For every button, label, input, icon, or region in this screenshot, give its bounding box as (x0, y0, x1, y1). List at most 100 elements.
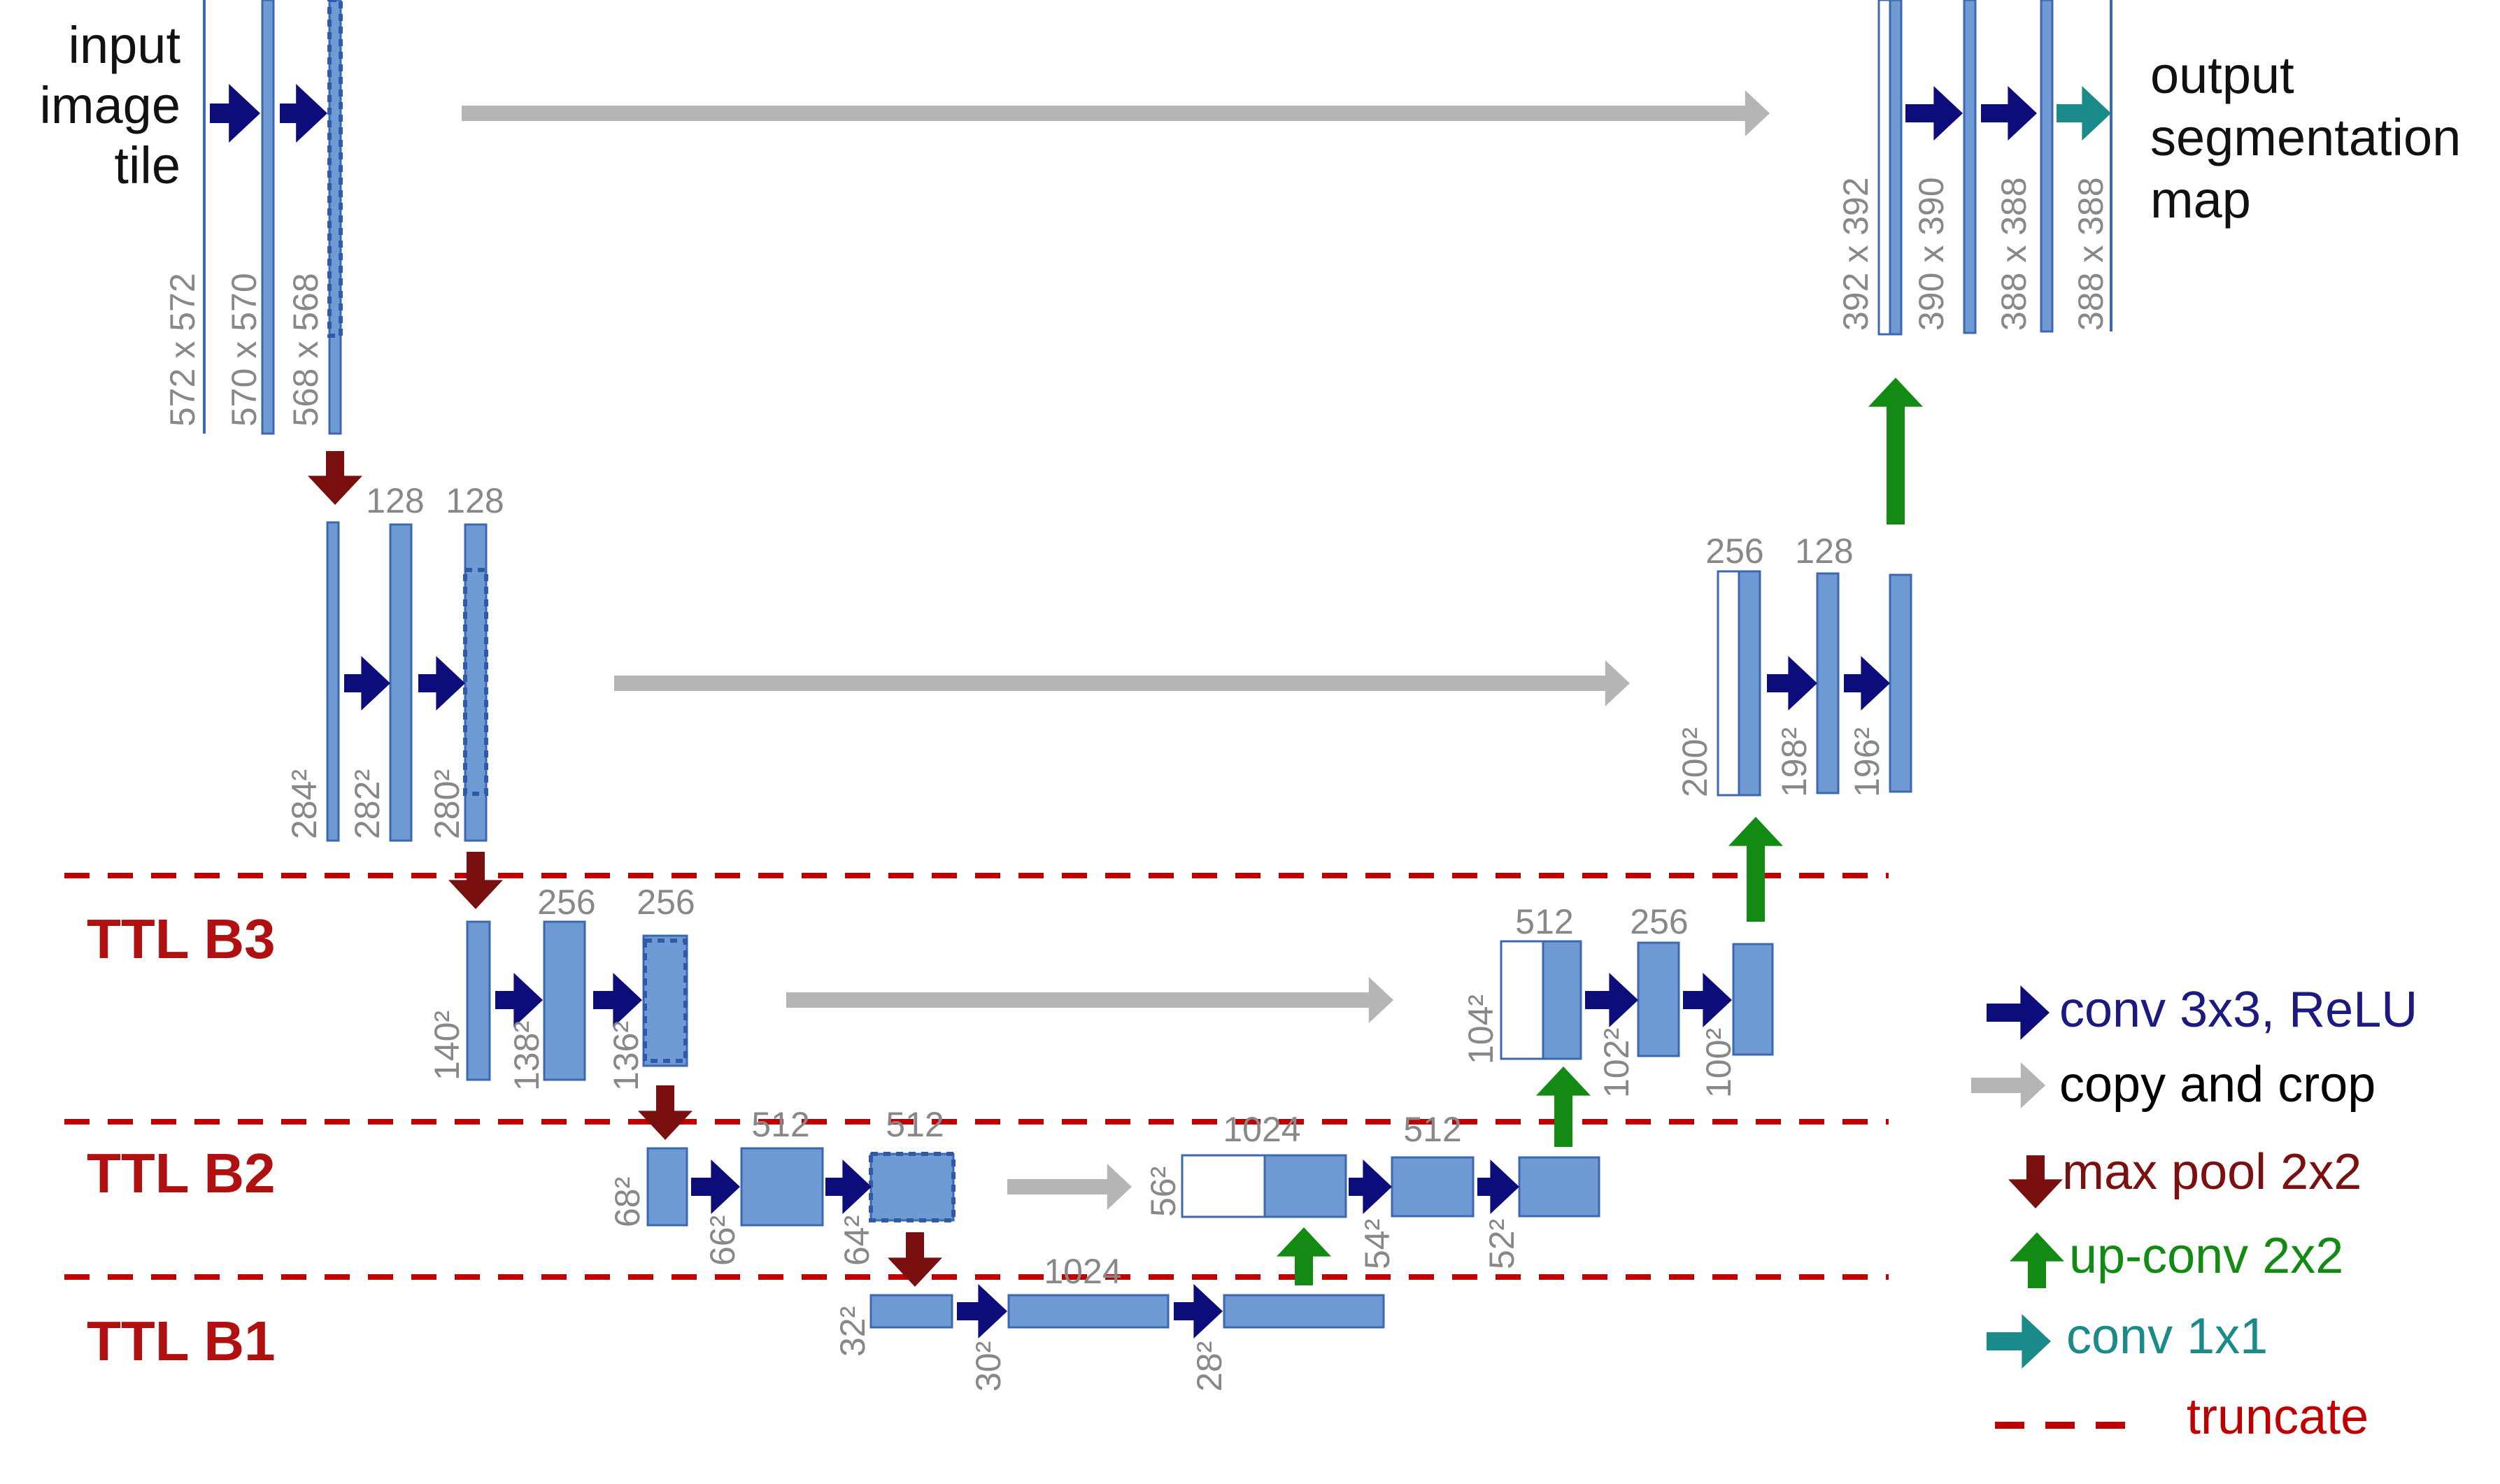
feature-map-block (1263, 1154, 1347, 1218)
feature-map-block (1738, 570, 1761, 797)
channel-label: 256 (637, 883, 695, 922)
conv-arrow-icon (344, 656, 390, 711)
copied-feature-map-block (1877, 0, 1891, 336)
feature-map-block (1889, 573, 1912, 793)
feature-map-block (1637, 941, 1680, 1057)
channel-label: 256 (537, 883, 595, 922)
input-label-line-2: image (39, 76, 180, 134)
max-pool-arrow-icon (308, 451, 362, 505)
legend-copy-arrow-icon (1971, 1062, 2045, 1108)
conv-arrow-icon (1683, 973, 1732, 1027)
conv-arrow-icon (418, 656, 465, 711)
size-label: 64² (837, 1215, 876, 1266)
conv-arrow-icon (210, 84, 260, 143)
legend-label-truncate: truncate (2187, 1389, 2368, 1445)
channel-label: 1024 (1223, 1110, 1300, 1149)
feature-map-block (869, 1153, 955, 1222)
conv-arrow-icon (1844, 656, 1890, 711)
conv-arrow-icon (957, 1284, 1007, 1339)
size-label: 30² (969, 1341, 1008, 1392)
feature-map-block (642, 934, 688, 1067)
legend-label-conv1x1: conv 1x1 (2066, 1308, 2268, 1364)
output-label-line-3: map (2150, 171, 2251, 229)
feature-map-block (1391, 1156, 1475, 1218)
conv-arrow-icon (825, 1160, 872, 1214)
feature-map-block (1542, 940, 1582, 1060)
copy-crop-arrow-icon (614, 660, 1630, 706)
conv1x1-arrow-icon (2057, 86, 2111, 141)
output-label: output segmentation map (2150, 46, 2461, 229)
channel-label: 256 (1630, 902, 1688, 941)
size-label: 282² (348, 769, 387, 839)
size-label: 572 x 572 (163, 273, 202, 427)
output-label-line-2: segmentation (2150, 108, 2461, 166)
truncate-label-b3: TTL B3 (87, 908, 276, 970)
size-label: 568 x 568 (286, 273, 325, 427)
channel-label: 512 (886, 1105, 944, 1144)
input-label-line-3: tile (114, 136, 180, 194)
copied-feature-map-block (1717, 570, 1740, 797)
legend-label-copy-crop: copy and crop (2059, 1057, 2375, 1113)
size-label: 280² (427, 769, 467, 839)
conv-arrow-icon (1905, 86, 1963, 141)
conv-arrow-icon (1767, 656, 1817, 711)
legend-conv-arrow-icon (1987, 985, 2050, 1040)
up-conv-arrow-icon (1868, 378, 1923, 525)
size-label: 54² (1358, 1219, 1397, 1269)
truncate-labels: TTL B3 TTL B2 TTL B1 (87, 908, 276, 1372)
conv-arrow-icon (1174, 1284, 1223, 1339)
channel-label: 256 (1705, 531, 1763, 571)
size-label: 32² (833, 1306, 872, 1357)
size-label: 200² (1675, 727, 1714, 797)
conv-arrow-icon (691, 1160, 740, 1214)
size-label: 68² (608, 1177, 647, 1227)
size-label: 140² (427, 1011, 467, 1080)
max-pool-arrow-icon (638, 1085, 693, 1140)
size-label: 388 x 388 (1994, 177, 2033, 331)
input-label: input image tile (39, 16, 180, 194)
channel-label: 128 (1795, 531, 1853, 571)
feature-map-block (2040, 0, 2054, 333)
channel-label: 512 (751, 1105, 809, 1144)
channel-label: 1024 (1044, 1252, 1121, 1291)
feature-map-block (1007, 1294, 1170, 1329)
legend-label-up-conv: up-conv 2x2 (2069, 1228, 2343, 1284)
feature-map-block (1732, 943, 1774, 1056)
feature-map-block (646, 1147, 688, 1227)
legend: conv 3x3, ReLU copy and crop max pool 2x… (2059, 982, 2417, 1445)
size-label: 104² (1461, 994, 1500, 1064)
legend-pool-arrow-icon (2008, 1155, 2063, 1208)
feature-map-block (1816, 572, 1840, 794)
conv-arrow-icon (1349, 1160, 1392, 1214)
truncate-label-b2: TTL B2 (87, 1142, 276, 1204)
copied-feature-map-block (1181, 1154, 1266, 1218)
legend-label-max-pool: max pool 2x2 (2062, 1144, 2361, 1200)
size-label: 102² (1597, 1028, 1636, 1098)
size-labels: 572 x 572 570 x 570 568 x 568 284² 282² … (163, 177, 2110, 1392)
size-label: 570 x 570 (225, 273, 264, 427)
conv-arrow-icon (1981, 86, 2037, 141)
size-label: 28² (1190, 1341, 1229, 1392)
copied-feature-map-block (1500, 940, 1544, 1060)
size-label: 136² (606, 1021, 646, 1091)
size-label: 390 x 390 (1912, 177, 1951, 331)
feature-map-block (464, 523, 488, 842)
size-label: 196² (1847, 727, 1887, 797)
crop-region (463, 568, 488, 796)
max-pool-arrow-icon (448, 852, 503, 909)
size-label: 198² (1775, 727, 1814, 797)
input-label-line-1: input (69, 16, 181, 74)
copy-crop-arrow-icon (462, 90, 1770, 136)
legend-upconv-arrow-icon (2010, 1232, 2064, 1288)
conv-arrow-icon (495, 973, 543, 1027)
feature-map-block (261, 0, 275, 435)
network-blocks (64, 0, 2126, 1429)
up-conv-arrow-icon (1728, 817, 1783, 922)
size-label: 56² (1144, 1166, 1183, 1217)
feature-map-block (1889, 0, 1903, 336)
size-label: 66² (703, 1215, 742, 1266)
feature-map-block (740, 1147, 824, 1227)
up-conv-arrow-icon (1536, 1066, 1591, 1147)
conv-arrow-icon (280, 84, 327, 143)
